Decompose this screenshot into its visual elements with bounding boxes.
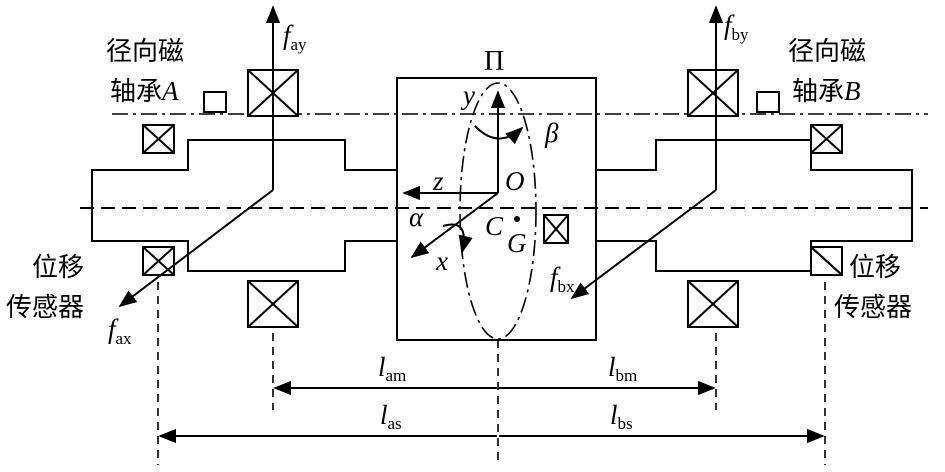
bearing-a-label-line2: 轴承A [110,76,179,107]
rotor-disk [396,77,597,341]
sensor-left-lower [142,246,175,276]
z-axis-label: z [432,166,444,196]
bearing-a-marker-box [203,91,227,113]
beta-label: β [544,118,559,148]
bearing-b-lower-coil [687,280,739,328]
x-axis-label: x [435,246,448,276]
y-axis-label: y [460,80,475,110]
shaft-outline [91,139,913,272]
center-c-label: C [485,211,504,241]
sensor-left-upper [142,124,175,154]
beta-rotation-arc [474,125,524,145]
dim-lam-label: lam [378,352,406,385]
bearing-a-lower-coil [247,280,299,328]
plane-ellipse [459,82,537,340]
mass-center-g-label: G [507,228,527,258]
alpha-rotation-arc [442,223,473,254]
bearing-b-upper-coil [687,69,739,117]
mass-center-dot [514,216,520,222]
force-fbx-arrow [570,189,717,300]
dim-lbm-label: lbm [608,352,637,385]
plane-label: Π [484,46,504,77]
sensor-right-label-line2: 传感器 [834,293,912,323]
dim-lbs-label: lbs [610,400,633,433]
force-fay-label: fay [283,20,307,54]
bearing-a-label-line1: 径向磁 [106,37,184,67]
sensor-right-upper [810,124,843,154]
force-fbx-label: fbx [550,262,575,296]
force-fby-label: fby [724,10,749,44]
force-fax-arrow [118,189,274,308]
bearing-b-marker-box [756,91,780,113]
bearing-b-label-line1: 径向磁 [788,37,866,67]
alpha-label: α [409,202,424,232]
sensor-center [543,214,569,244]
sensor-right-label-line1: 位移 [849,253,901,283]
bearing-b-label-line2: 轴承B [792,76,861,107]
sensor-left-label-line2: 传感器 [6,293,84,323]
dim-las-label: las [380,400,402,433]
sensor-right-lower [810,246,843,276]
sensor-left-label-line1: 位移 [32,253,84,283]
force-fax-label: fax [108,314,132,348]
origin-label: O [505,166,525,196]
